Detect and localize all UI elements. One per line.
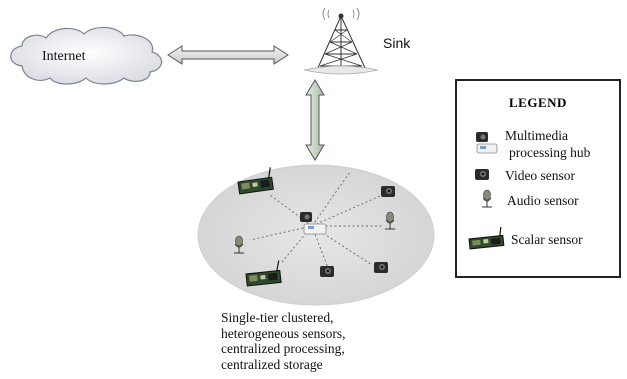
- multimedia-hub-icon: [300, 212, 327, 235]
- legend-title: LEGEND: [509, 95, 567, 110]
- video-sensor-icon: [374, 262, 388, 273]
- cluster-region: [197, 164, 435, 306]
- video-sensor-icon: [320, 266, 334, 277]
- legend: LEGEND Multimedia processing hub Video s…: [455, 79, 621, 278]
- legend-video: Video sensor: [505, 168, 576, 183]
- sink-label: Sink: [383, 35, 411, 51]
- caption-line: heterogeneous sensors,: [221, 325, 346, 341]
- sink-cluster-arrow: [305, 79, 325, 161]
- sink-tower-icon: [303, 7, 379, 75]
- internet-cloud: Internet: [10, 26, 163, 85]
- cluster-caption: Single-tier clustered, heterogeneous sen…: [221, 310, 345, 372]
- video-sensor-icon: [475, 169, 489, 180]
- audio-sensor-icon: [234, 235, 244, 254]
- audio-sensor-icon: [482, 189, 492, 208]
- cluster-links: [249, 171, 384, 269]
- audio-sensor-icon: [385, 211, 395, 230]
- scalar-sensor-icon: [468, 227, 505, 250]
- internet-sink-arrow: [167, 45, 289, 65]
- internet-label: Internet: [42, 49, 86, 64]
- legend-audio: Audio sensor: [507, 193, 579, 208]
- scalar-sensor-icon: [245, 260, 282, 287]
- caption-line: centralized processing,: [221, 341, 345, 357]
- caption-line: centralized storage: [221, 356, 323, 372]
- video-sensor-icon: [381, 186, 395, 197]
- legend-multimedia-line1: Multimedia: [505, 128, 568, 143]
- multimedia-hub-icon: [476, 132, 498, 154]
- legend-multimedia-line2: processing hub: [509, 145, 591, 160]
- scalar-sensor-icon: [237, 167, 274, 195]
- caption-line: Single-tier clustered,: [221, 310, 334, 325]
- legend-scalar: Scalar sensor: [511, 232, 583, 247]
